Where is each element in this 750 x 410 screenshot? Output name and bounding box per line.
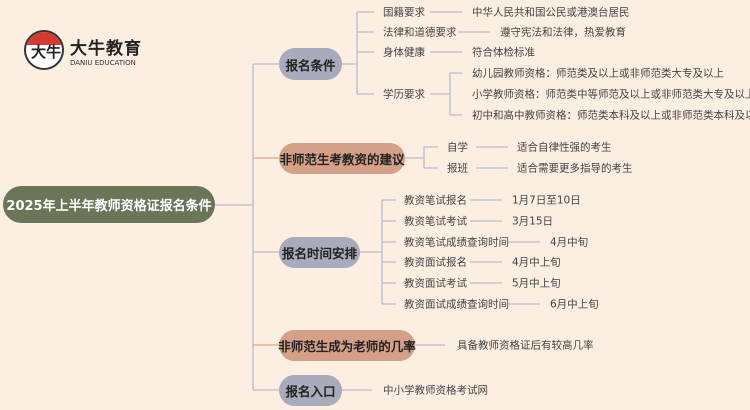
- leaf-value: 6月中上旬: [550, 298, 599, 311]
- leaf-value: 3月15日: [512, 215, 554, 228]
- logo-subtitle: DANIU EDUCATION: [70, 58, 136, 67]
- leaf-value: 小学教师资格：师范类中等师范及以上或非师范类大专及以上: [472, 88, 750, 101]
- branch-advice[interactable]: 非师范生考教资的建议: [279, 143, 405, 174]
- leaf-label: 教资面试报名: [404, 256, 467, 269]
- leaf-label: 教资笔试成绩查询时间: [404, 236, 509, 249]
- leaf-label: 教资笔试考试: [404, 215, 467, 228]
- leaf-label: 法律和道德要求: [383, 26, 457, 39]
- root-node[interactable]: 2025年上半年教师资格证报名条件: [3, 186, 215, 223]
- logo-icon: 大牛: [24, 30, 64, 70]
- leaf-value: 4月中上旬: [512, 256, 561, 269]
- leaf-value: 4月中旬: [550, 236, 589, 249]
- leaf-value: 适合需要更多指导的考生: [517, 162, 633, 175]
- branch-chance[interactable]: 非师范生成为老师的几率: [278, 330, 416, 361]
- leaf-label: 教资笔试报名: [404, 194, 467, 207]
- daniu-logo: 大牛 大牛教育 DANIU EDUCATION: [24, 30, 142, 70]
- leaf-label: 国籍要求: [383, 6, 425, 19]
- leaf-value: 适合自律性强的考生: [517, 141, 612, 154]
- leaf-label: 报班: [447, 162, 468, 175]
- leaf-value: 符合体检标准: [472, 46, 535, 59]
- branch-conditions[interactable]: 报名条件: [279, 48, 342, 80]
- leaf-value: 中小学教师资格考试网: [383, 384, 488, 397]
- leaf-value: 遵守宪法和法律，热爱教育: [500, 26, 626, 39]
- leaf-value: 初中和高中教师资格：师范类本科及以上或非师范类本科及以上: [472, 109, 750, 122]
- leaf-label: 教资面试考试: [404, 277, 467, 290]
- logo-name: 大牛教育: [70, 38, 142, 59]
- leaf-value: 1月7日至10日: [512, 194, 581, 207]
- branch-schedule[interactable]: 报名时间安排: [279, 237, 360, 268]
- leaf-label: 教资面试成绩查询时间: [404, 298, 509, 311]
- leaf-label: 学历要求: [383, 88, 425, 101]
- leaf-value: 幼儿园教师资格：师范类及以上或非师范类大专及以上: [472, 67, 724, 80]
- leaf-label: 自学: [447, 141, 468, 154]
- leaf-value: 中华人民共和国公民或港澳台居民: [472, 6, 630, 19]
- leaf-value: 具备教师资格证后有较高几率: [457, 339, 594, 352]
- leaf-label: 身体健康: [383, 46, 425, 59]
- leaf-value: 5月中上旬: [512, 277, 561, 290]
- branch-entry[interactable]: 报名入口: [279, 375, 342, 406]
